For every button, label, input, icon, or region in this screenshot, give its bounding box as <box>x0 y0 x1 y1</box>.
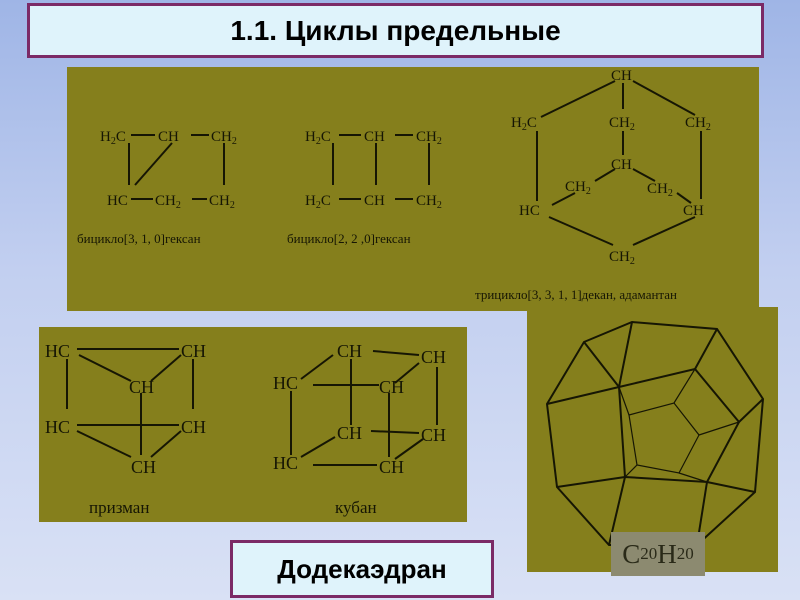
adamantane-atom-hc-left: HC <box>519 203 540 219</box>
adamantane-atom-top: CH <box>611 68 632 84</box>
bicyclo310-atom-b1: HC <box>107 193 128 209</box>
cubane-atom-t2: CH <box>421 347 446 367</box>
prismane-atom-c: CH <box>129 377 154 397</box>
formula-h-subscript: 20 <box>676 544 694 563</box>
cubane-structure: CH CH HC CH CH CH HC CH кубан <box>273 341 446 517</box>
bicyclo220-atom-b2: CH <box>364 193 385 209</box>
bicyclo220-atom-b1: H2C <box>305 193 331 211</box>
cubane-caption: кубан <box>335 498 377 517</box>
slide-title: 1.1. Циклы предельные <box>230 14 561 46</box>
bicyclo310-structure: H2C CH CH2 HC CH2 CH2 бицикло[3, 1, 0]ге… <box>77 129 237 246</box>
bicyclo310-atom-a1: H2C <box>100 129 126 147</box>
top-structures-panel: H2C CH CH2 HC CH2 CH2 бицикло[3, 1, 0]ге… <box>67 67 759 311</box>
adamantane-atom-ch2-right: CH2 <box>647 181 673 199</box>
bicyclo310-atom-b2: CH2 <box>155 193 181 211</box>
adamantane-atom-left: H2C <box>511 115 537 133</box>
prismane-atom-b: CH <box>181 341 206 361</box>
adamantane-atom-right: CH2 <box>685 115 711 133</box>
dodecahedrane-panel <box>527 307 778 572</box>
bicyclo220-atom-a2: CH <box>364 129 385 145</box>
formula-c: C <box>622 538 641 569</box>
bottom-structures-panel: HC CH CH HC CH CH призман CH CH HC CH <box>39 327 467 522</box>
bicyclo220-atom-a3: CH2 <box>416 129 442 147</box>
dodecahedrane-name-box: Додекаэдран <box>230 540 494 598</box>
cubane-atom-t3: HC <box>273 373 298 393</box>
cubane-atom-b1: CH <box>337 423 362 443</box>
formula-c-subscript: 20 <box>640 544 658 563</box>
bicyclo310-caption: бицикло[3, 1, 0]гексан <box>77 231 201 246</box>
dodecahedrane-name: Додекаэдран <box>277 553 447 584</box>
adamantane-atom-bottom: CH2 <box>609 249 635 267</box>
formula-h: H <box>657 538 677 569</box>
cubane-atom-b3: HC <box>273 453 298 473</box>
adamantane-atom-center: CH <box>611 157 632 173</box>
prismane-atom-a: HC <box>45 341 70 361</box>
prismane-atom-e: CH <box>181 417 206 437</box>
bicyclo310-atom-b3: CH2 <box>209 193 235 211</box>
prismane-structure: HC CH CH HC CH CH призман <box>45 341 206 517</box>
prismane-caption: призман <box>89 498 149 517</box>
bicyclo220-structure: H2C CH CH2 H2C CH CH2 бицикло[2, 2 ,0]ге… <box>287 129 442 246</box>
top-structures-drawing: H2C CH CH2 HC CH2 CH2 бицикло[3, 1, 0]ге… <box>77 68 711 302</box>
prismane-atom-d: HC <box>45 417 70 437</box>
prismane-atom-f: CH <box>131 457 156 477</box>
dodecahedrane-wireframe <box>545 320 765 546</box>
bicyclo220-atom-a1: H2C <box>305 129 331 147</box>
bicyclo310-atom-a2: CH <box>158 129 179 145</box>
adamantane-caption: трицикло[3, 3, 1, 1]декан, адамантан <box>475 287 677 302</box>
bicyclo220-caption: бицикло[2, 2 ,0]гексан <box>287 231 411 246</box>
bottom-structures-drawing: HC CH CH HC CH CH призман CH CH HC CH <box>45 341 446 517</box>
cubane-atom-t1: CH <box>337 341 362 361</box>
bicyclo220-atom-b3: CH2 <box>416 193 442 211</box>
adamantane-atom-ch2-left: CH2 <box>565 179 591 197</box>
adamantane-atom-ch-right: CH <box>683 203 704 219</box>
cubane-atom-b4: CH <box>379 457 404 477</box>
adamantane-atom-mid-top: CH2 <box>609 115 635 133</box>
cubane-atom-b2: CH <box>421 425 446 445</box>
adamantane-structure: CH H2C CH2 CH2 CH CH2 CH2 HC CH CH2 триц… <box>475 68 711 302</box>
cubane-atom-t4: CH <box>379 377 404 397</box>
bicyclo310-atom-a3: CH2 <box>211 129 237 147</box>
slide-title-box: 1.1. Циклы предельные <box>27 3 764 58</box>
